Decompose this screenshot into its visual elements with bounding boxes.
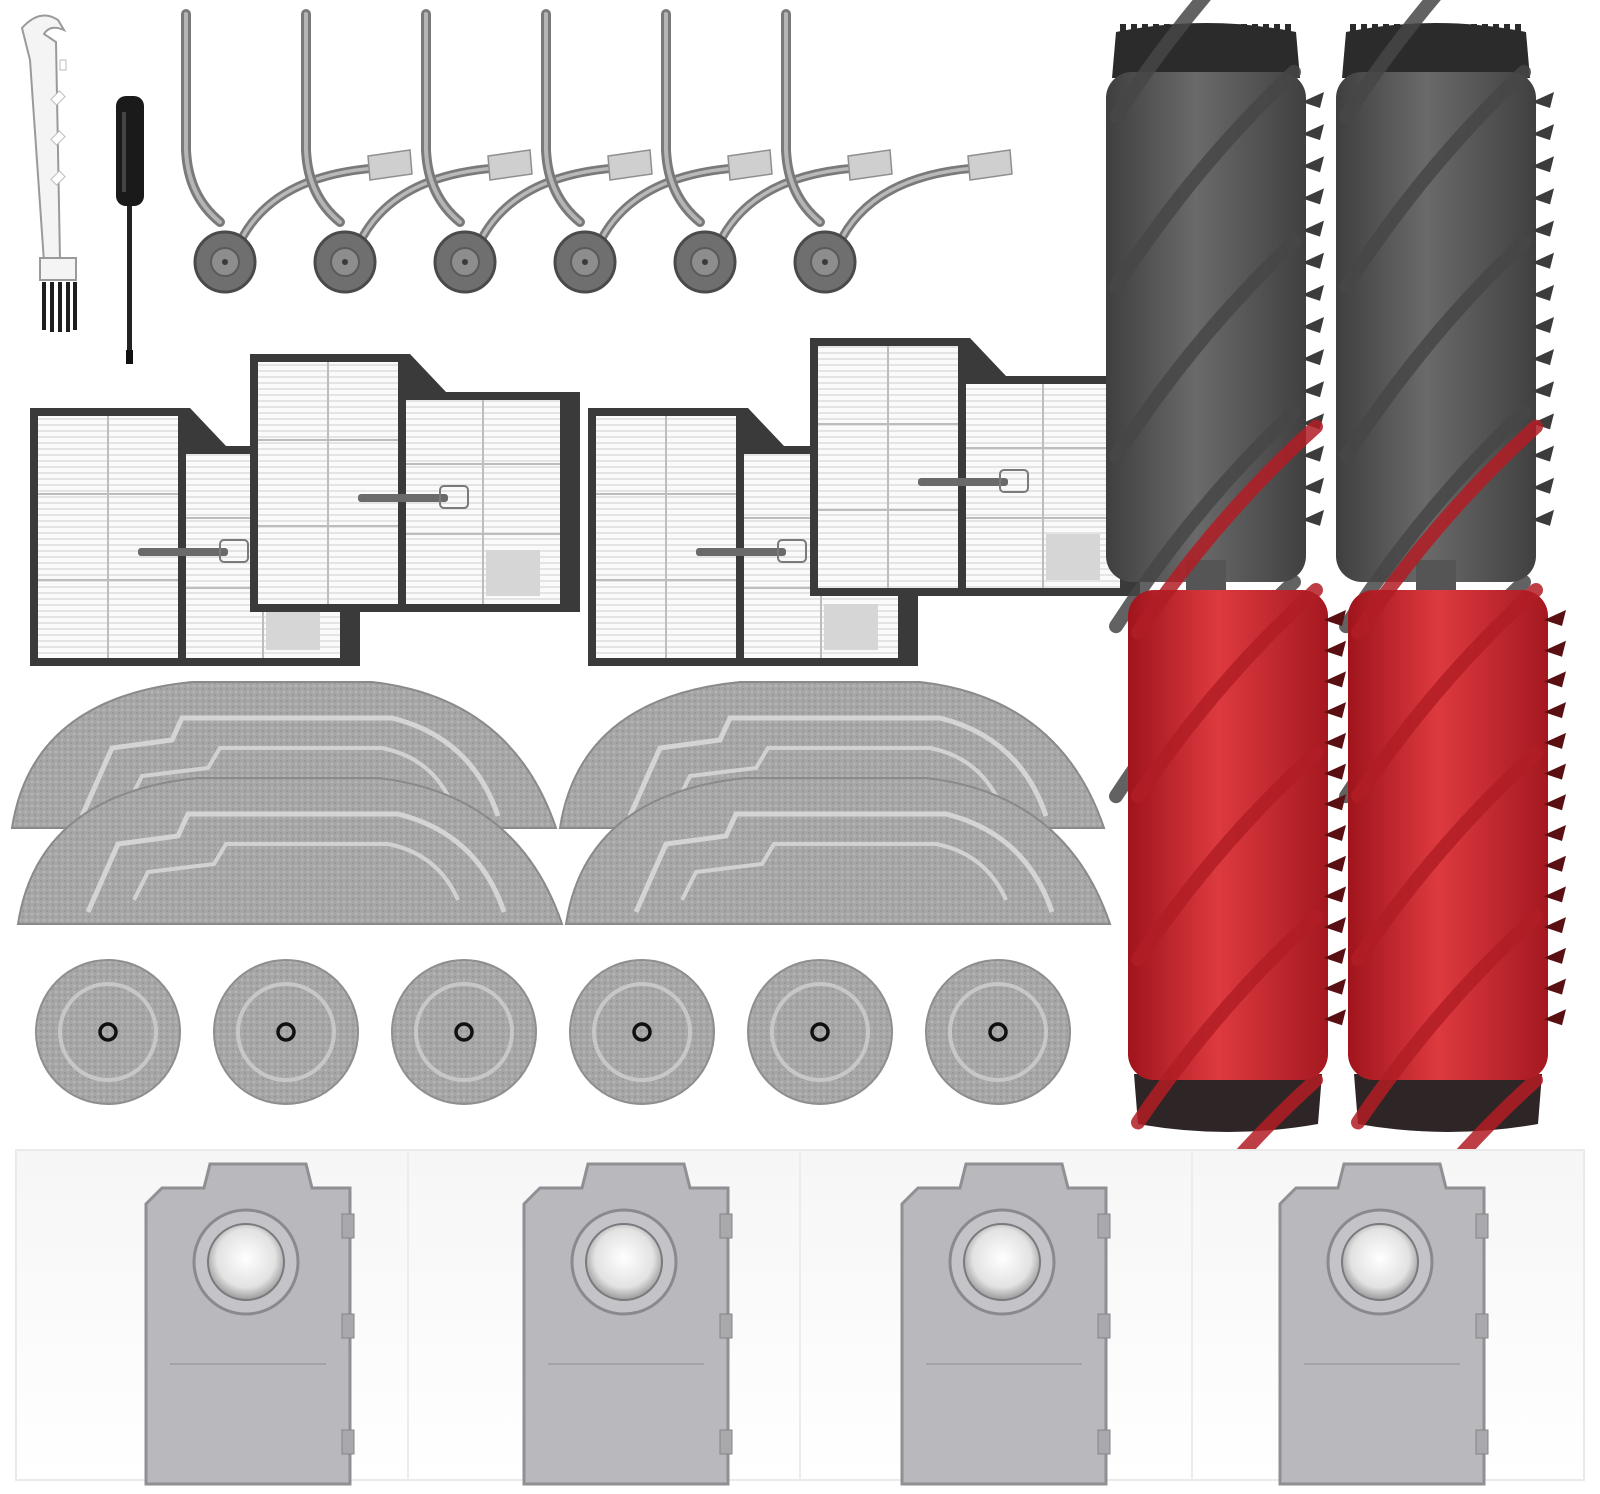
side-brush-icon (541, 9, 773, 294)
side-brushes-group (181, 9, 1013, 294)
filters-group (30, 338, 1140, 666)
roller-brush-icon (1336, 0, 1554, 804)
mop-pad-icon (564, 777, 1112, 925)
round-mop-icon (391, 959, 537, 1105)
round-mops-group (35, 959, 1071, 1105)
round-mop-icon (569, 959, 715, 1105)
round-mop-icon (213, 959, 359, 1105)
side-brush-icon (301, 9, 533, 294)
mop-pad-icon (16, 777, 564, 925)
screwdriver-icon (116, 96, 144, 364)
round-mop-icon (747, 959, 893, 1105)
mop-pads-group (10, 681, 1112, 925)
side-brush-icon (661, 9, 893, 294)
round-mop-icon (925, 959, 1071, 1105)
side-brush-icon (781, 9, 1013, 294)
round-mop-icon (35, 959, 181, 1105)
roller-brush-icon (1106, 0, 1324, 804)
roller-brush-icon (1128, 419, 1346, 1293)
side-brush-icon (421, 9, 653, 294)
dust-bag-icon (900, 1162, 1111, 1486)
filter-icon (810, 338, 1140, 596)
filter-icon (250, 354, 580, 612)
dust-bag-icon (1278, 1162, 1489, 1486)
dust-bags-group (15, 1149, 1585, 1486)
cleaning-brush-tool-icon (20, 14, 77, 332)
side-brush-icon (181, 9, 413, 294)
dust-bag-icon (144, 1162, 355, 1486)
dust-bag-icon (522, 1162, 733, 1486)
